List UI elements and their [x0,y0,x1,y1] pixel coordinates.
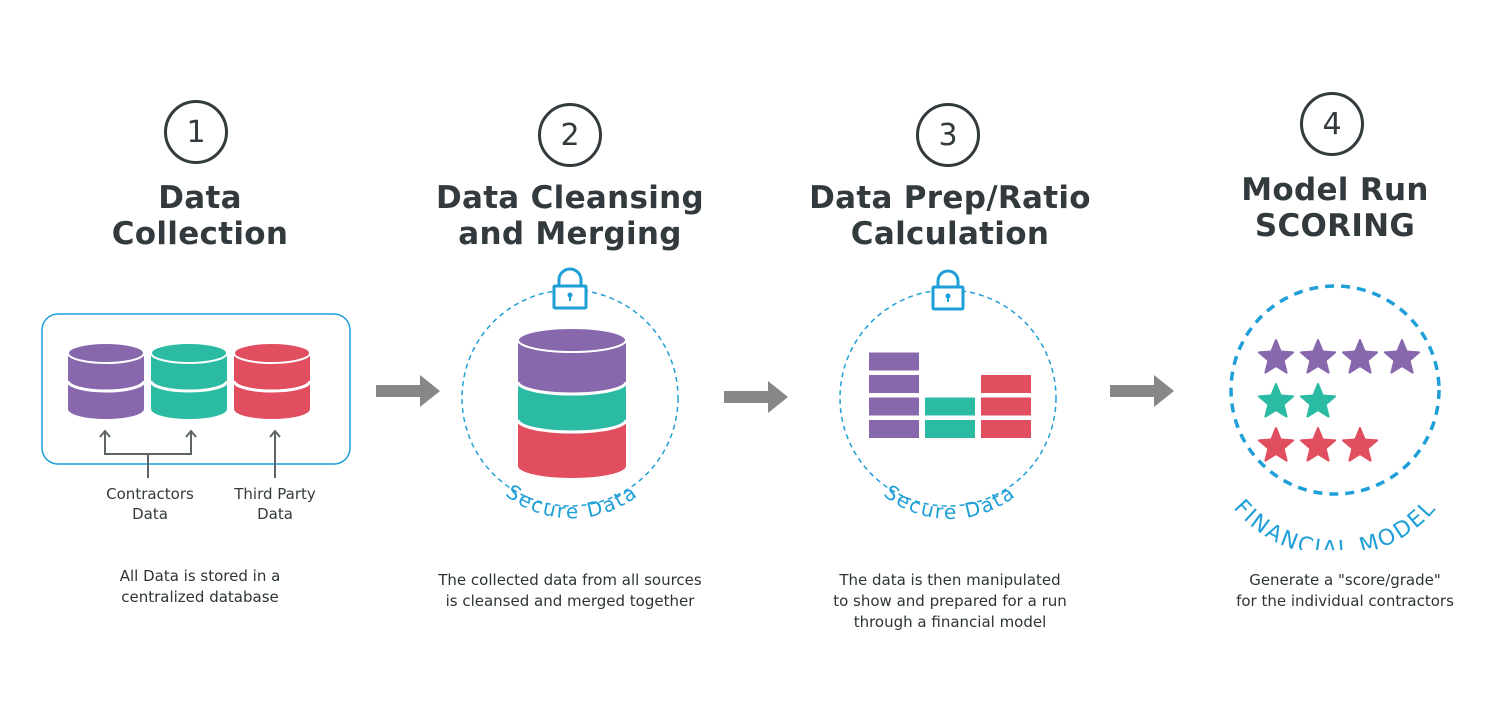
arrow-up-icon [185,429,197,438]
database-icon [149,342,229,419]
star-icon [1299,339,1337,374]
lock-icon [552,267,588,310]
step-number-badge: 1 [164,100,228,164]
model-boundary [1229,284,1441,496]
star-icon [1257,427,1295,462]
database-icon [232,342,312,419]
central-database-frame [41,313,351,465]
arrow-up-icon [269,429,281,438]
star-icon [1299,427,1337,462]
arrow-up-icon [99,429,111,438]
step-title-line: Data [158,180,242,216]
source-label-third-party: Third Party Data [234,485,316,523]
step-description: Generate a "score/grade" for the individ… [1236,571,1454,610]
step-title: Data Prep/Ratio Calculation [809,180,1091,252]
step-number-badge: 4 [1300,92,1364,156]
lock-icon [931,269,965,311]
step-number: 4 [1322,106,1342,142]
star-icon [1341,339,1379,374]
step-title-line: Collection [111,216,289,252]
arrow-right-icon [1110,375,1174,407]
step-title: Data Cleansing and Merging [435,180,705,252]
bar-block-red [981,375,1031,393]
step-number: 3 [938,117,958,153]
source-label-contractors: Contractors Data [106,485,194,523]
secure-merged-database-illustration: Secure Data [461,267,679,523]
bar-block-purple [869,420,919,438]
bar-block-purple [869,397,919,416]
step-title: Data Collection [60,180,340,252]
star-icon [1299,383,1337,418]
step-description: All Data is stored in a centralized data… [119,567,281,606]
bar-block-red [981,420,1031,438]
database-icon [516,327,628,478]
source-connector-lines [104,432,276,478]
database-collection-illustration [41,313,351,478]
financial-model-badge: FINANCIAL MODEL [1228,495,1441,550]
step-description: The collected data from all sources is c… [438,571,702,610]
step-number-badge: 3 [916,103,980,167]
arrow-right-icon [376,375,440,407]
ratio-calculation-illustration: Secure Data [839,269,1057,524]
step-title: Model Run SCORING [1241,172,1429,244]
bar-block-purple [869,375,919,393]
star-icon [1257,339,1295,374]
star-icon [1257,383,1295,418]
star-icon [1341,427,1379,462]
secure-data-badge: Secure Data [502,479,642,523]
star-ratings [1257,339,1421,462]
financial-model-illustration: FINANCIAL MODEL [1228,284,1441,550]
bar-block-teal [925,420,975,438]
step-number: 2 [560,117,580,153]
database-icon [66,342,146,419]
ratio-bar-blocks [869,352,1031,438]
bar-block-purple [869,352,919,371]
arrow-right-icon [724,381,788,413]
bar-block-teal [925,397,975,416]
step-number: 1 [186,114,206,150]
secure-data-badge: Secure Data [880,480,1020,524]
star-icon [1383,339,1421,374]
bar-block-red [981,397,1031,416]
step-number-badge: 2 [538,103,602,167]
step-description: The data is then manipulated to show and… [833,571,1067,631]
